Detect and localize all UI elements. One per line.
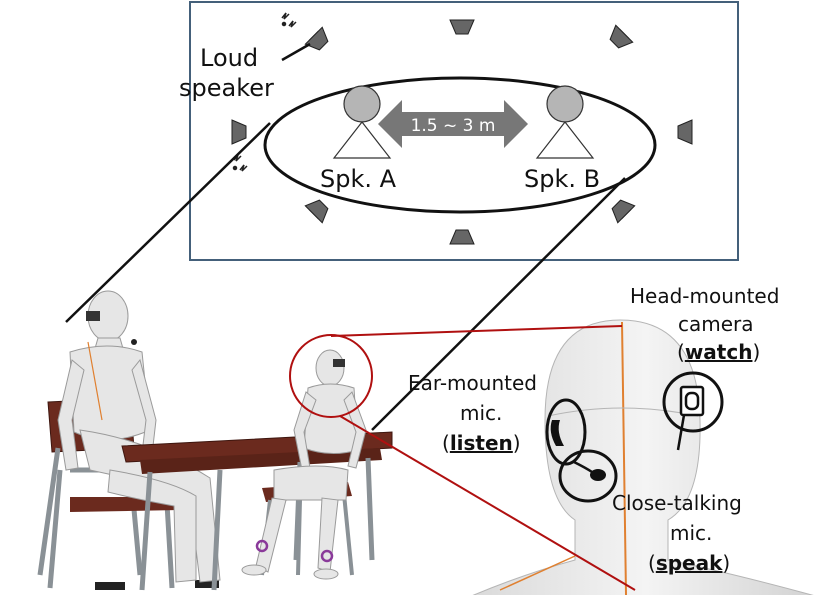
ear-mic-role-text: listen: [450, 431, 513, 455]
head-zoom: [472, 319, 814, 595]
ear-mic-role: (listen): [442, 431, 521, 455]
person-icon: [535, 85, 595, 159]
loudspeaker-icon: [304, 26, 329, 51]
link-line-right: [371, 177, 626, 431]
camera-role-text: watch: [685, 340, 753, 364]
microphone-icon: [131, 339, 137, 345]
ear-mic-label-2: mic.: [460, 401, 502, 425]
close-mic-role-text: speak: [656, 551, 723, 575]
camera-label-2: camera: [678, 312, 754, 336]
microphone-icon: [590, 469, 606, 481]
close-mic-role: (speak): [648, 551, 730, 575]
speaker-a-label: Spk. A: [320, 165, 397, 193]
loudspeaker-icon: [677, 119, 693, 145]
ear-mic-highlight: [545, 398, 587, 466]
microphone-icon: [550, 420, 564, 446]
loudspeaker-label-2: speaker: [179, 74, 274, 102]
camera-icon: [676, 385, 705, 451]
loudspeaker-icon: [231, 119, 247, 145]
loudspeaker-label-1: Loud: [200, 44, 258, 72]
loudspeaker-icon: [611, 199, 636, 224]
distance-label: 1.5 ~ 3 m: [411, 116, 496, 136]
camera-highlight: [662, 371, 724, 433]
ear-mic-label-1: Ear-mounted: [408, 371, 537, 395]
close-mic-highlight: [558, 449, 618, 503]
person-icon: [332, 85, 392, 159]
ankle-sensor: [255, 539, 269, 553]
distance-arrow: [378, 100, 528, 148]
link-line-left: [65, 122, 271, 323]
close-mic-label-1: Close-talking: [612, 491, 742, 515]
loudspeaker-icon: [449, 19, 475, 35]
camera-icon: [333, 359, 345, 367]
camera-label-1: Head-mounted: [630, 284, 779, 308]
loudspeaker-pointer: [281, 42, 311, 62]
sound-wave-icon: [281, 12, 297, 28]
camera-icon: [86, 311, 100, 321]
camera-role: (watch): [677, 340, 760, 364]
loudspeaker-icon: [449, 229, 475, 245]
zoom-line-bottom: [339, 415, 636, 591]
loudspeaker-icon: [609, 24, 634, 49]
figure-centerline: [87, 341, 103, 421]
zoom-line-top: [330, 325, 623, 337]
close-mic-label-2: mic.: [670, 521, 712, 545]
conversation-area: [263, 76, 657, 214]
ankle-sensor: [320, 549, 334, 563]
loudspeaker-icon: [304, 199, 329, 224]
speaker-b-label: Spk. B: [524, 165, 600, 193]
